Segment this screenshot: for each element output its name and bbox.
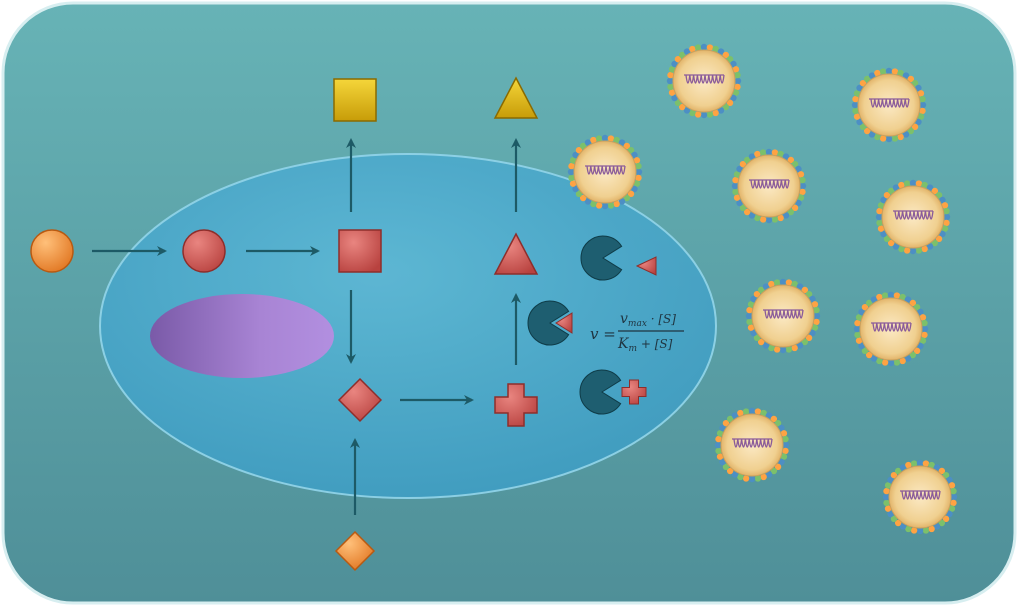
virus-particle	[731, 148, 807, 224]
virus-particle	[745, 278, 821, 354]
virus-particle	[851, 67, 927, 143]
yellow-triangle-triangle	[493, 76, 539, 119]
virus-particle	[567, 134, 643, 210]
michaelis-menten-formula: v = vmax · [S] Km + [S]	[590, 311, 684, 354]
svg-text:vmax · [S]: vmax · [S]	[620, 311, 676, 329]
virus-particles	[567, 43, 958, 535]
formula-denominator: K	[617, 336, 630, 352]
input-orange-diamond-diamond	[334, 530, 376, 572]
organelle	[150, 294, 334, 378]
virus-particle	[875, 179, 951, 255]
virus-particle	[666, 43, 742, 119]
enzyme-cross-body	[579, 369, 622, 415]
substrate-triangle	[635, 256, 657, 276]
virus-particle	[853, 291, 929, 367]
formula-lhs: v =	[590, 325, 616, 343]
virus-particle	[714, 407, 790, 483]
substrate-bound-triangle	[555, 312, 573, 334]
enzymes	[527, 235, 657, 415]
formula-numerator-rest: · [S]	[647, 312, 676, 326]
nucleus	[99, 153, 717, 499]
svg-text:Km + [S]: Km + [S]	[617, 336, 673, 354]
red-triangle-triangle	[493, 232, 539, 275]
pathway-nodes	[30, 76, 539, 572]
red-circle-circle	[182, 229, 226, 273]
input-orange-circle-circle	[30, 229, 74, 273]
red-cross-cross	[494, 383, 538, 427]
formula-denominator-rest: + [S]	[637, 337, 673, 351]
substrate-cross	[621, 379, 647, 405]
yellow-square-square	[333, 78, 377, 122]
formula-numerator-sub: max	[628, 319, 647, 329]
formula-numerator: v	[620, 311, 628, 327]
enzyme-triangle-body	[580, 235, 623, 281]
formula-denominator-sub: m	[628, 344, 637, 354]
red-square-square	[338, 229, 382, 273]
red-diamond-diamond	[337, 377, 383, 423]
pathway-arrows	[92, 138, 521, 515]
enzyme-wedge-body	[527, 300, 570, 346]
virus-particle	[882, 459, 958, 535]
